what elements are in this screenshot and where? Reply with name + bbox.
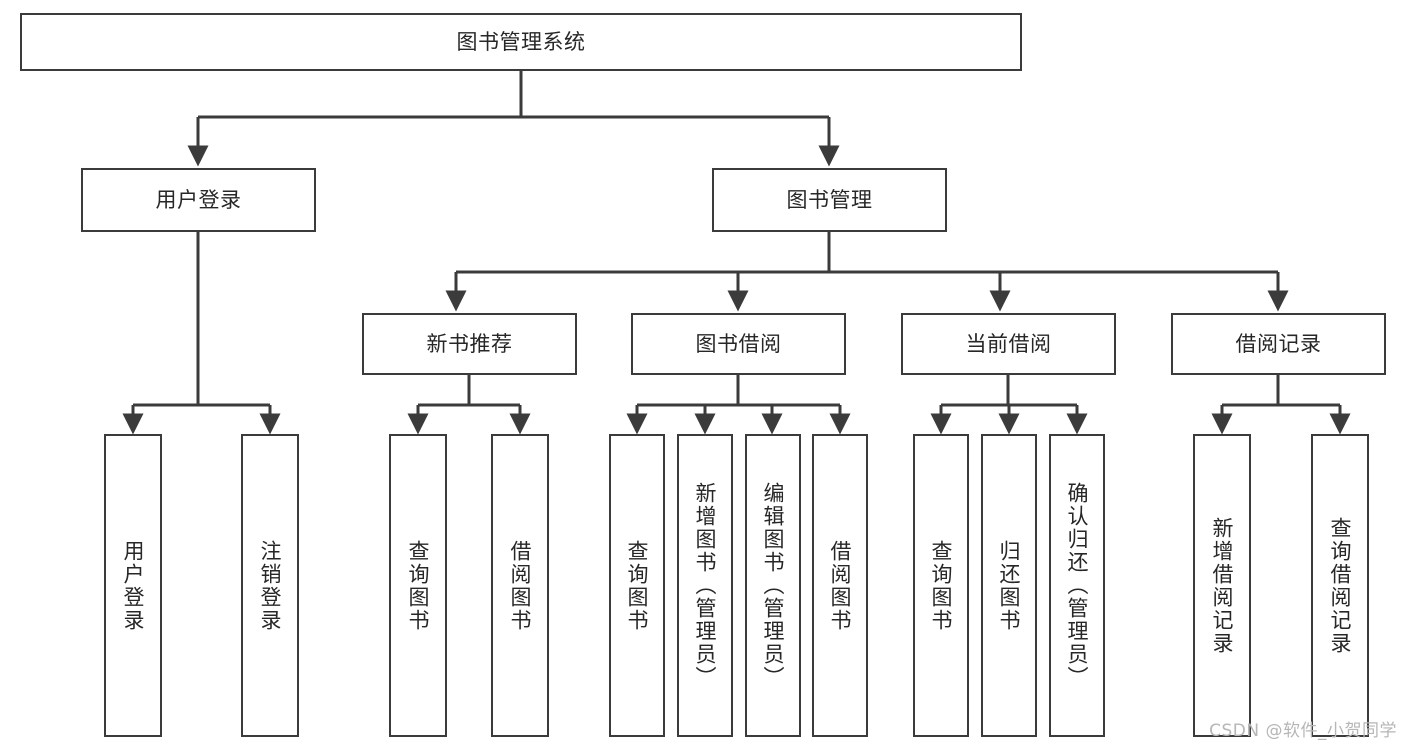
node-label: 查询借阅记录 bbox=[1328, 516, 1353, 655]
csdn-watermark: CSDN @软件_小贺同学 bbox=[1209, 721, 1397, 741]
node-current-borrowing[interactable]: 当前借阅 bbox=[901, 313, 1116, 375]
leaf-current-borrow-query-books[interactable]: 查询图书 bbox=[913, 434, 969, 737]
leaf-borrow-record-query-record[interactable]: 查询借阅记录 bbox=[1311, 434, 1369, 737]
leaf-new-book-query-books[interactable]: 查询图书 bbox=[389, 434, 447, 737]
node-label: 归还图书 bbox=[997, 539, 1022, 632]
node-label: 确认归还（管理员） bbox=[1065, 482, 1090, 689]
leaf-book-borrow-query-books[interactable]: 查询图书 bbox=[609, 434, 665, 737]
leaf-book-borrow-borrow-books[interactable]: 借阅图书 bbox=[812, 434, 868, 737]
node-root-book-management-system[interactable]: 图书管理系统 bbox=[20, 13, 1022, 71]
leaf-book-borrow-add-book-admin[interactable]: 新增图书（管理员） bbox=[677, 434, 733, 737]
leaf-borrow-record-add-record[interactable]: 新增借阅记录 bbox=[1193, 434, 1251, 737]
node-label: 新增图书（管理员） bbox=[693, 482, 718, 689]
leaf-book-borrow-edit-book-admin[interactable]: 编辑图书（管理员） bbox=[745, 434, 801, 737]
node-label: 用户登录 bbox=[121, 539, 146, 632]
node-borrowing-record[interactable]: 借阅记录 bbox=[1171, 313, 1386, 375]
node-label: 查询图书 bbox=[406, 539, 431, 632]
node-label: 图书管理 bbox=[786, 187, 873, 212]
node-label: 查询图书 bbox=[625, 539, 650, 632]
node-new-book-recommendation[interactable]: 新书推荐 bbox=[362, 313, 577, 375]
node-label: 用户登录 bbox=[155, 187, 242, 212]
leaf-user-login-login[interactable]: 用户登录 bbox=[104, 434, 162, 737]
node-label: 借阅图书 bbox=[828, 539, 853, 632]
node-label: 图书管理系统 bbox=[456, 29, 586, 54]
node-label: 图书借阅 bbox=[695, 331, 782, 356]
leaf-current-borrow-return-books[interactable]: 归还图书 bbox=[981, 434, 1037, 737]
node-label: 查询图书 bbox=[929, 539, 954, 632]
node-label: 新书推荐 bbox=[426, 331, 513, 356]
node-label: 新增借阅记录 bbox=[1210, 516, 1235, 655]
node-label: 注销登录 bbox=[258, 539, 283, 632]
node-label: 借阅图书 bbox=[508, 539, 533, 632]
node-book-management[interactable]: 图书管理 bbox=[712, 168, 947, 232]
node-book-borrowing[interactable]: 图书借阅 bbox=[631, 313, 846, 375]
leaf-user-login-logout[interactable]: 注销登录 bbox=[241, 434, 299, 737]
leaf-new-book-borrow-books[interactable]: 借阅图书 bbox=[491, 434, 549, 737]
node-user-login[interactable]: 用户登录 bbox=[81, 168, 316, 232]
leaf-current-borrow-confirm-return-admin[interactable]: 确认归还（管理员） bbox=[1049, 434, 1105, 737]
node-label: 借阅记录 bbox=[1235, 331, 1322, 356]
node-label: 编辑图书（管理员） bbox=[761, 482, 786, 689]
node-label: 当前借阅 bbox=[965, 331, 1052, 356]
